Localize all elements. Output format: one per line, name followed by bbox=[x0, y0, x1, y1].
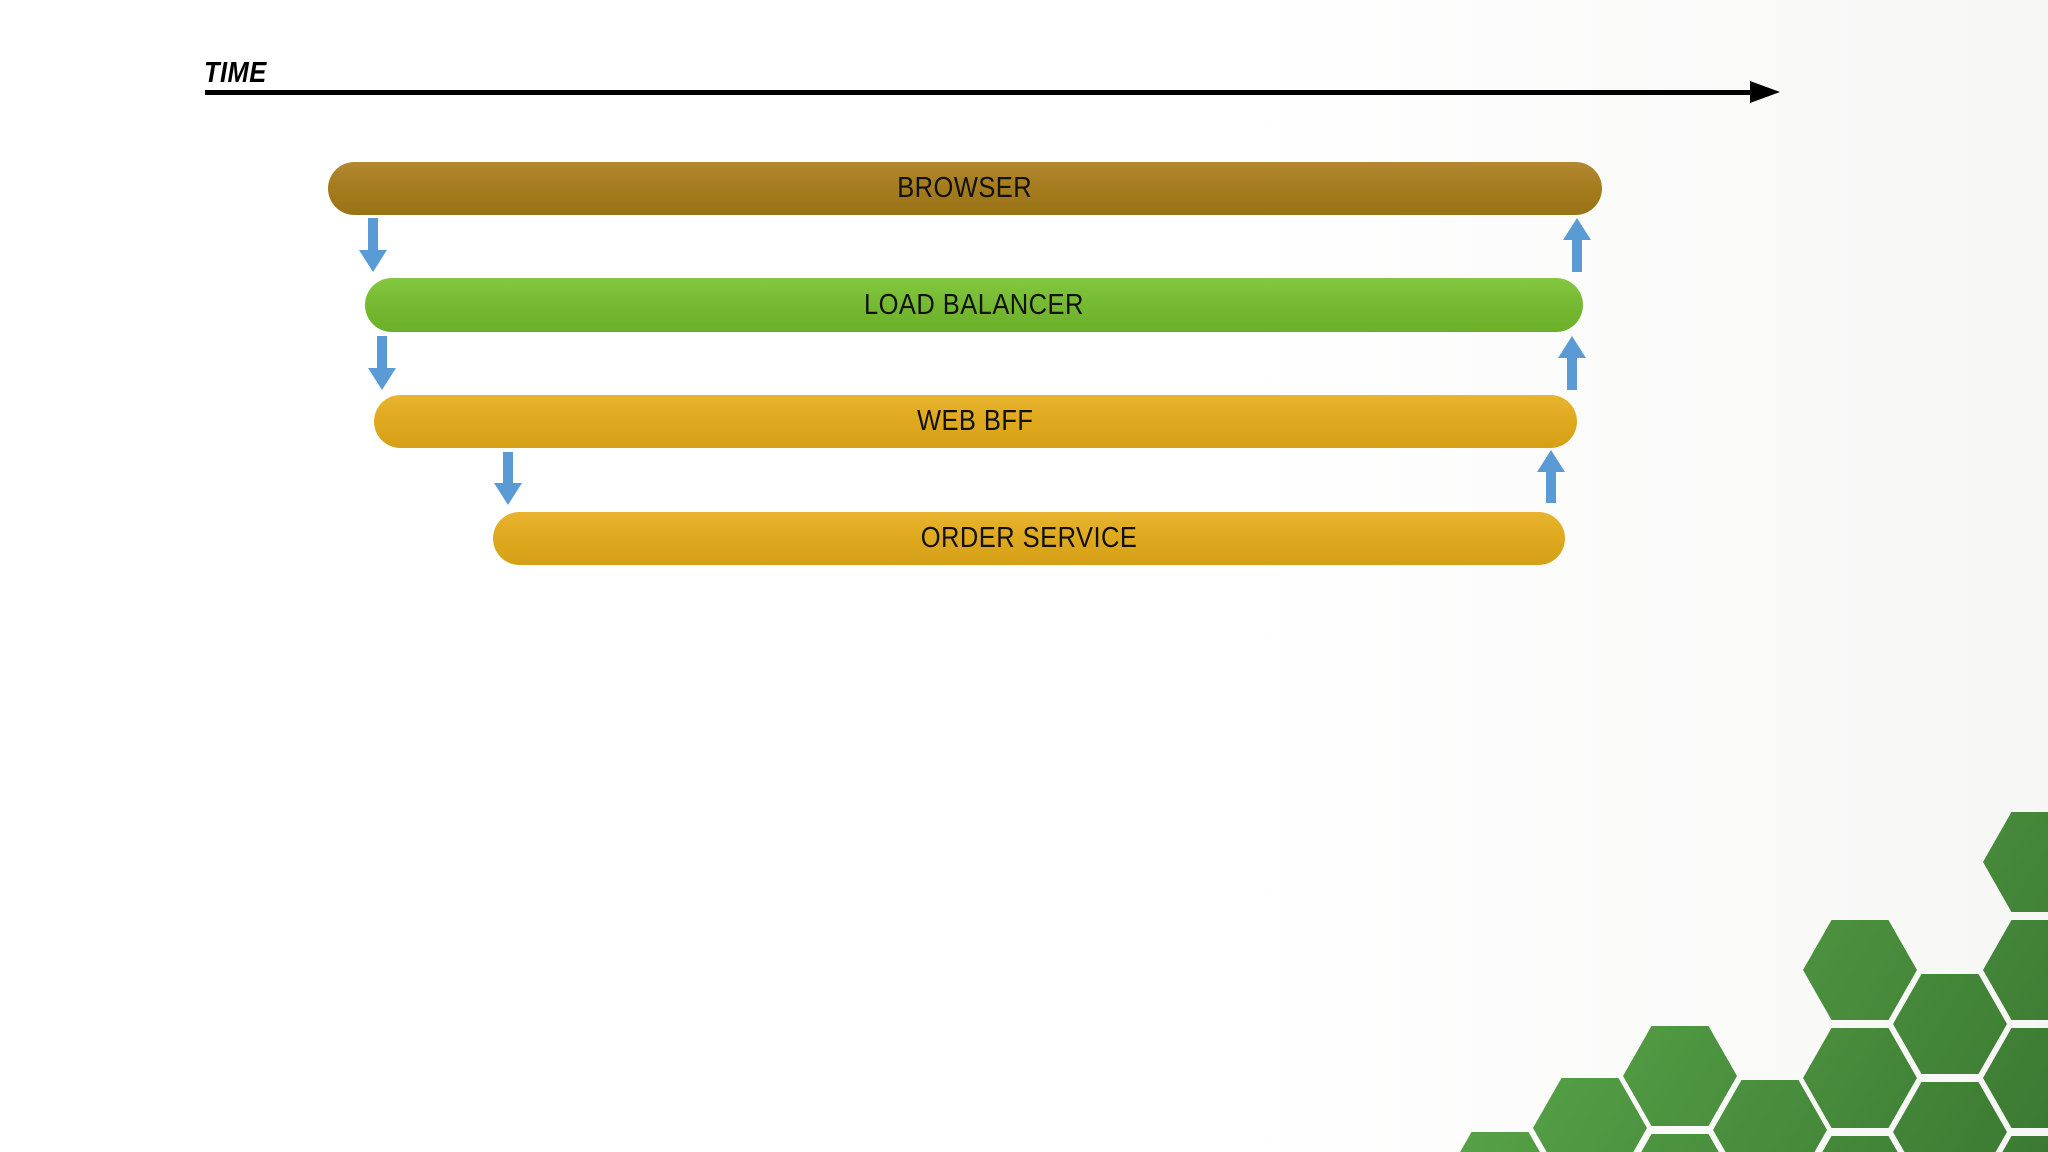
hexagon-icon bbox=[1713, 1080, 1827, 1152]
time-axis-arrowhead-icon bbox=[1750, 81, 1780, 103]
hexagon-icon bbox=[1822, 1136, 1898, 1152]
service-bar-label-order-service: ORDER SERVICE bbox=[920, 522, 1138, 554]
hexagon-icon bbox=[1641, 1134, 1719, 1152]
hexagon-icon bbox=[1623, 1026, 1737, 1126]
load-balancer-to-web-bff-request-arrow-icon bbox=[368, 336, 396, 390]
hexagon-icon bbox=[1803, 920, 1917, 1020]
service-bar-browser: BROWSER bbox=[328, 162, 1602, 215]
hexagon-icon bbox=[1893, 1082, 2007, 1152]
hexagon-icon bbox=[1983, 812, 2048, 912]
order-service-to-web-bff-response-arrow-icon bbox=[1537, 450, 1565, 503]
service-bar-label-browser: BROWSER bbox=[897, 172, 1033, 204]
service-bar-order-service: ORDER SERVICE bbox=[493, 512, 1565, 565]
hexagon-icon bbox=[1983, 920, 2048, 1020]
hexagon-icon bbox=[1460, 1132, 1540, 1152]
service-bar-load-balancer: LOAD BALANCER bbox=[365, 278, 1583, 332]
time-axis-line bbox=[205, 89, 1752, 95]
load-balancer-to-browser-response-arrow-icon bbox=[1563, 218, 1591, 272]
hexagon-icon bbox=[1893, 974, 2007, 1074]
service-bar-web-bff: WEB BFF bbox=[374, 395, 1577, 448]
browser-to-load-balancer-request-arrow-icon bbox=[359, 218, 387, 272]
time-axis-label: TIME bbox=[204, 57, 267, 89]
service-bar-label-load-balancer: LOAD BALANCER bbox=[864, 288, 1084, 321]
web-bff-to-load-balancer-response-arrow-icon bbox=[1558, 336, 1586, 390]
hexagon-icon bbox=[1983, 1028, 2048, 1128]
hexagon-icon bbox=[1533, 1078, 1647, 1152]
hexagon-icon bbox=[2002, 1136, 2048, 1152]
hexagon-icon bbox=[1803, 1028, 1917, 1128]
web-bff-to-order-service-request-arrow-icon bbox=[494, 452, 522, 505]
service-bar-label-web-bff: WEB BFF bbox=[917, 405, 1034, 437]
